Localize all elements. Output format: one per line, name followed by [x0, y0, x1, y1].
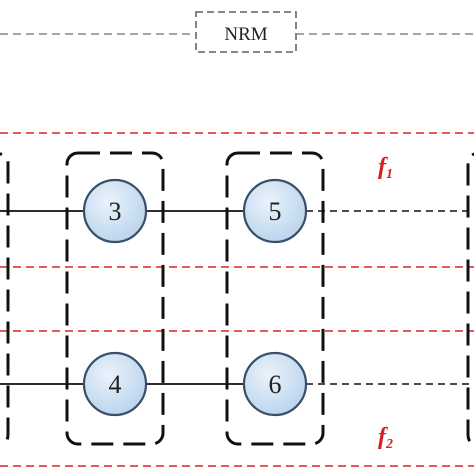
right-partial-box [466, 152, 474, 446]
group-box-3-4 [65, 151, 165, 446]
flow-f1-label: f1 [378, 154, 393, 182]
flow-lines [0, 132, 474, 467]
node-6: 6 [242, 351, 308, 417]
node-3-label: 3 [109, 197, 122, 226]
nrm-box: NRM [195, 11, 297, 53]
flow-f2-label: f2 [378, 424, 393, 452]
node-4-label: 4 [109, 370, 122, 399]
group-box-5-6 [225, 151, 325, 446]
dashed-links [306, 210, 474, 385]
solid-links [0, 210, 244, 385]
dashed-group-boxes [0, 151, 474, 446]
nrm-label: NRM [224, 24, 267, 45]
node-4: 4 [82, 351, 148, 417]
node-6-label: 6 [269, 370, 282, 399]
node-5: 5 [242, 178, 308, 244]
left-partial-box [0, 152, 10, 446]
node-3: 3 [82, 178, 148, 244]
node-5-label: 5 [269, 197, 282, 226]
